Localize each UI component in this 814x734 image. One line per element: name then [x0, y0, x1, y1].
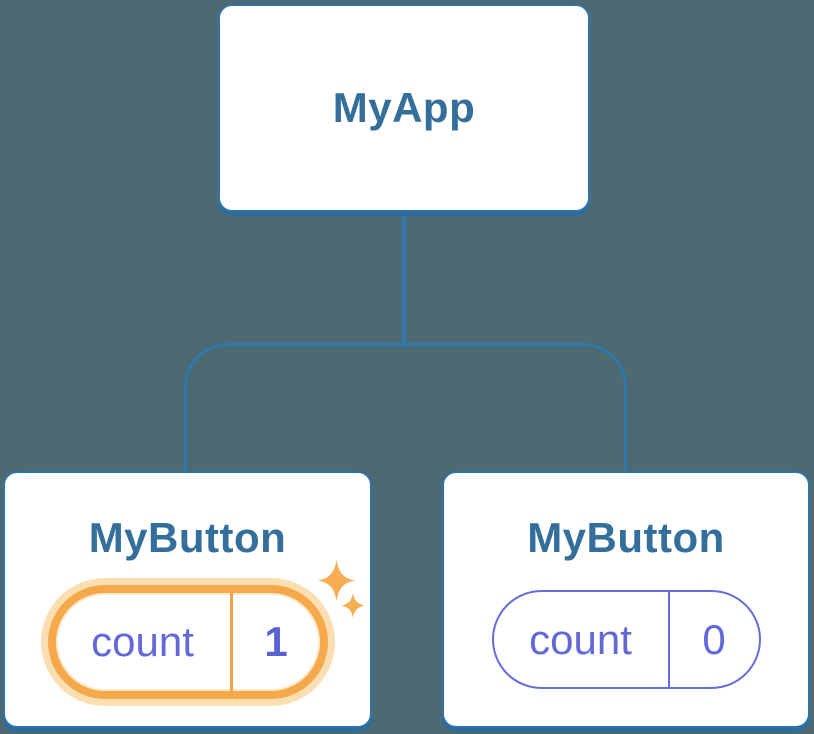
state-value: 1 — [264, 618, 288, 665]
state-key: count — [529, 615, 632, 663]
connector-branch — [184, 343, 627, 475]
child-component-label: MyButton — [527, 514, 725, 561]
state-pill-highlighted: count 1 — [47, 585, 328, 699]
state-key: count — [91, 618, 194, 665]
child-component-card-right: MyButton count 0 — [442, 471, 810, 728]
pill-divider — [229, 593, 233, 691]
child-component-card-left: MyButton count 1 — [3, 471, 372, 728]
pill-divider — [667, 592, 670, 687]
root-component-card: MyApp — [218, 4, 590, 212]
state-value: 0 — [702, 615, 726, 663]
child-component-label: MyButton — [88, 514, 287, 561]
connector-root-stem — [402, 210, 406, 346]
state-pill: count 0 — [491, 590, 761, 689]
root-component-label: MyApp — [332, 84, 476, 131]
